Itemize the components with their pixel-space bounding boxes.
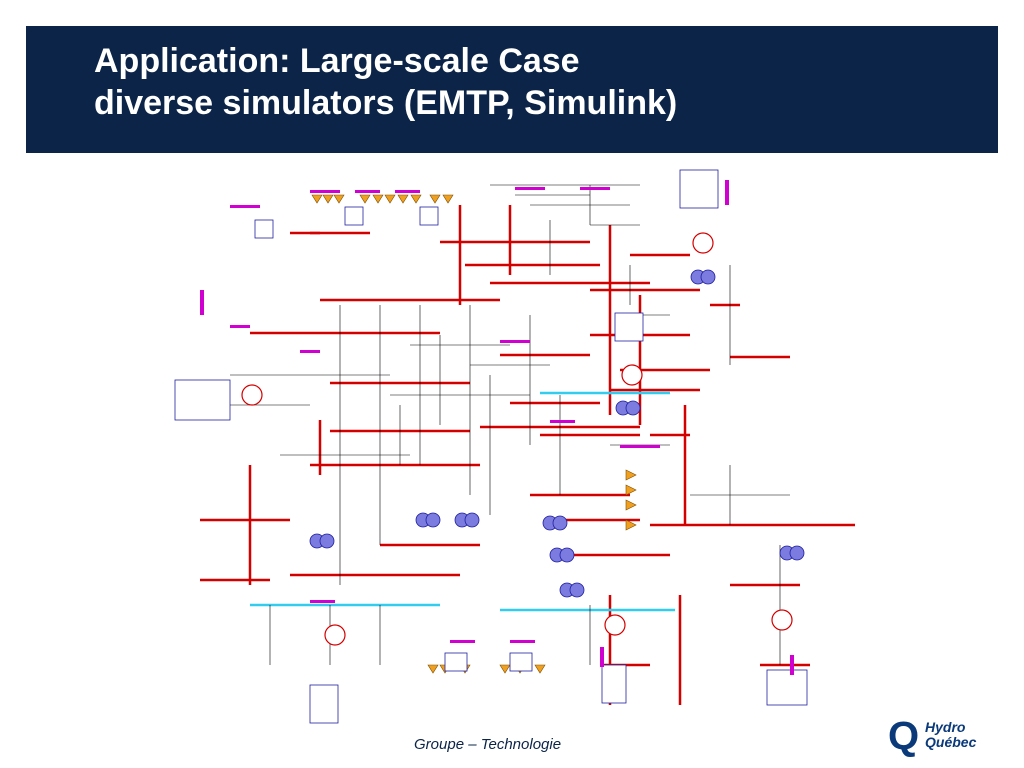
slide-title: Application: Large-scale Case diverse si… [94,40,677,124]
buses [200,231,855,667]
control-block-icons [174,169,808,724]
hydro-quebec-logo-icon: Q [888,714,920,758]
footer-text: Groupe – Technologie [414,736,562,753]
wiring [230,184,790,665]
company-logo: Hydro Québec [925,720,976,750]
generator-icons [241,232,793,646]
title-line-2: diverse simulators (EMTP, Simulink) [94,84,678,122]
title-line-1: Application: Large-scale Case [94,42,580,80]
lv-buses [250,391,675,612]
transformer-icons [309,269,805,598]
power-system-diagram [174,169,855,724]
logo-line-1: Hydro [925,719,966,735]
title-bar [26,26,998,153]
logo-line-2: Québec [925,734,977,750]
element-labels [200,180,794,675]
